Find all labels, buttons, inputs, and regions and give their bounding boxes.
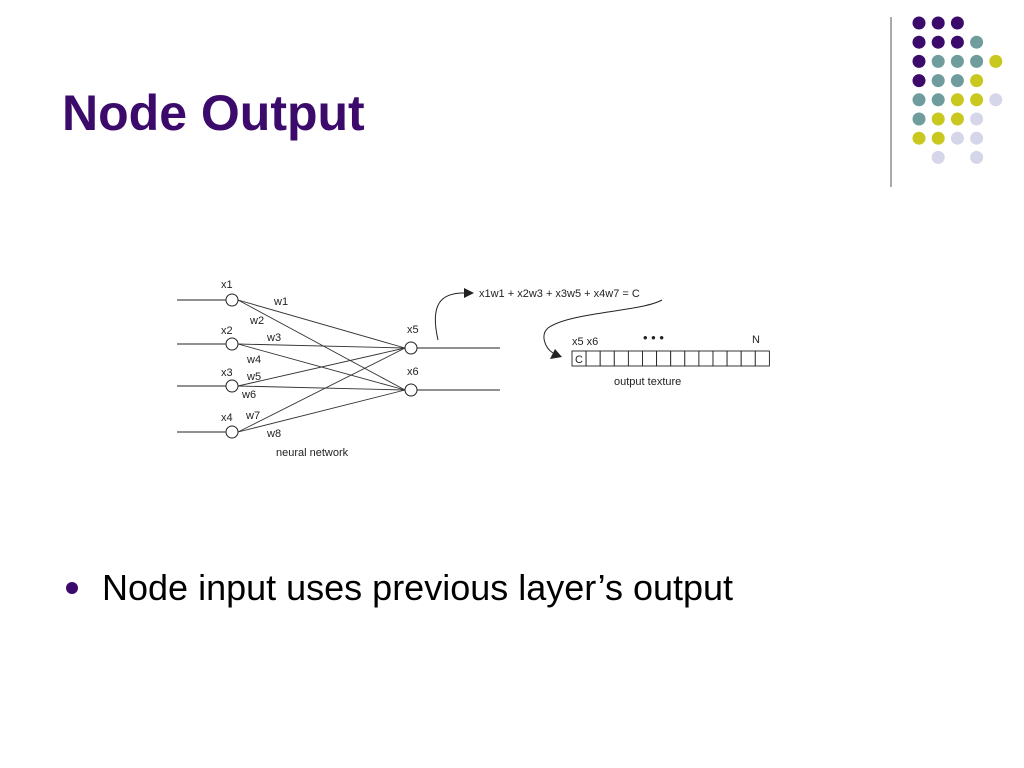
bullet-item: Node input uses previous layer’s output	[62, 566, 733, 609]
node-x1	[225, 293, 239, 307]
texture-cell	[627, 350, 643, 367]
label-x5: x5	[407, 324, 419, 336]
bullet-text: Node input uses previous layer’s output	[102, 567, 734, 608]
node-x4	[225, 425, 239, 439]
label-x6: x6	[407, 366, 419, 378]
decorative-dot	[912, 16, 926, 30]
arrow-head-formula	[464, 288, 474, 298]
decorative-dot	[970, 150, 984, 164]
label-x4: x4	[221, 412, 233, 424]
network-caption: neural network	[276, 447, 349, 459]
texture-cell	[754, 350, 770, 367]
texture-ellipsis: • • •	[643, 330, 664, 345]
texture-cell	[642, 350, 658, 367]
label-w1: w1	[273, 296, 288, 308]
node-x5	[404, 341, 418, 355]
decorative-dot	[912, 74, 926, 88]
decorative-dot	[970, 131, 984, 145]
texture-cell	[613, 350, 629, 367]
decorative-dot	[950, 35, 964, 49]
label-w7: w7	[245, 410, 260, 422]
arrow-head-texture	[550, 349, 562, 359]
texture-end-label: N	[752, 334, 760, 346]
decorative-dot	[970, 93, 984, 107]
decorative-dot	[931, 74, 945, 88]
arrow-to-texture	[543, 299, 663, 354]
node-x3	[225, 379, 239, 393]
label-x2: x2	[221, 325, 233, 337]
decorative-dot	[989, 93, 1003, 107]
dot-group	[912, 16, 1003, 164]
decorative-dot	[931, 16, 945, 30]
decorative-dot	[931, 131, 945, 145]
label-w8: w8	[266, 428, 281, 440]
arrow-to-formula	[434, 292, 467, 341]
decorative-dot	[950, 112, 964, 126]
output-lines	[417, 347, 500, 391]
texture-cell	[599, 350, 615, 367]
texture-cell	[585, 350, 601, 367]
decorative-dot	[989, 54, 1003, 68]
node-x6	[404, 383, 418, 397]
texture-cell	[656, 350, 672, 367]
node-x2	[225, 337, 239, 351]
decorative-dot	[950, 131, 964, 145]
decorative-dot	[931, 93, 945, 107]
label-w4: w4	[246, 354, 261, 366]
decorative-dot	[912, 54, 926, 68]
label-x3: x3	[221, 367, 233, 379]
decorative-dot	[931, 150, 945, 164]
input-lines	[177, 299, 226, 433]
decorative-dot	[970, 54, 984, 68]
network-nodes	[225, 293, 418, 439]
texture-cell	[684, 350, 700, 367]
decorative-dot	[950, 93, 964, 107]
decorative-dot	[931, 54, 945, 68]
texture-cell	[698, 350, 714, 367]
formula-text: x1w1 + x2w3 + x3w5 + x4w7 = C	[479, 288, 640, 300]
texture-first-cell-label: C	[575, 354, 583, 366]
slide-title: Node Output	[62, 85, 365, 141]
decorative-dot	[912, 93, 926, 107]
decorative-dot	[931, 35, 945, 49]
decorative-dot	[950, 16, 964, 30]
decorative-dot	[950, 54, 964, 68]
decorative-dot	[970, 74, 984, 88]
texture-cell	[740, 350, 756, 367]
label-w5: w5	[246, 371, 261, 383]
texture-cells	[571, 350, 770, 367]
bullet-dot-icon	[66, 581, 78, 594]
label-w6: w6	[241, 389, 256, 401]
decorative-dot	[912, 112, 926, 126]
texture-cell	[726, 350, 742, 367]
texture-cell	[670, 350, 686, 367]
decorative-dot	[970, 112, 984, 126]
decorative-dot	[970, 35, 984, 49]
decorative-dot	[912, 131, 926, 145]
texture-cell	[712, 350, 728, 367]
decorative-dot-grid	[890, 16, 1003, 187]
decorative-dot	[931, 112, 945, 126]
weight-connections	[237, 299, 406, 433]
texture-caption: output texture	[614, 376, 681, 388]
decorative-dot	[950, 74, 964, 88]
label-x1: x1	[221, 279, 233, 291]
decorative-dot	[912, 35, 926, 49]
texture-header: x5 x6	[572, 336, 598, 348]
label-w2: w2	[249, 315, 264, 327]
label-w3: w3	[266, 332, 281, 344]
